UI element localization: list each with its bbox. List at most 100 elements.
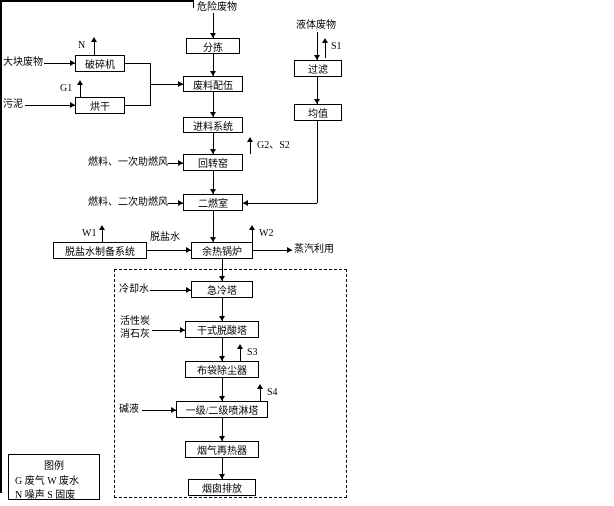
emission-w1-label: W1 — [82, 228, 97, 239]
rotary-kiln-box: 回转窑 — [183, 154, 243, 171]
line-fuel1-to-kiln — [168, 163, 183, 164]
legend-box: 图例 G 废气 W 废水 N 噪声 S 固废 — [8, 454, 100, 501]
arrowhead-liquid-to-filter — [314, 55, 320, 60]
emission-s4-arrow-icon — [257, 384, 263, 389]
legend-row-noise-solid: N 噪声 S 固废 — [15, 490, 76, 501]
flow-line-chamber-to-boiler — [213, 211, 214, 242]
arrowhead-sorbent-to-drytower — [180, 327, 185, 333]
arrowhead-chamber-to-boiler — [210, 237, 216, 242]
line-crusher-out — [125, 63, 151, 64]
emission-s4-arrow-line — [260, 388, 261, 401]
bulk-waste-label: 大块废物 — [3, 57, 43, 68]
arrowhead-fuel1-to-kiln — [178, 160, 183, 166]
arrowhead-quench-to-drytower — [219, 316, 225, 321]
crusher-box: 破碎机 — [75, 55, 125, 72]
line-sludge-to-dryer — [25, 105, 75, 106]
flow-line-spray-to-reheater — [222, 418, 223, 441]
dry-deacid-tower-box: 干式脱酸塔 — [185, 321, 259, 338]
emission-g1-arrow-line — [80, 84, 81, 97]
stack-emission-box: 烟囱排放 — [188, 479, 256, 496]
activated-carbon-label: 活性炭 — [120, 316, 150, 327]
fuel-primary-air-label: 燃料、一次助燃风 — [88, 157, 168, 168]
flow-line-quench-to-drytower — [222, 298, 223, 321]
emission-g2s2-arrow-icon — [247, 137, 253, 142]
flow-line-liquid-to-filter — [317, 32, 318, 60]
line-bulkwaste-to-crusher — [44, 63, 75, 64]
arrowhead-sludge-to-dryer — [70, 102, 75, 108]
line-sorbent-to-drytower — [152, 330, 185, 331]
flow-line-boiler-to-quench — [222, 259, 223, 281]
arrowhead-junction-to-blending — [178, 81, 183, 87]
feeding-system-box: 进料系统 — [183, 117, 243, 133]
frame-top-border — [0, 0, 193, 2]
arrowhead-alkali-to-spray — [171, 407, 176, 413]
homogenizer-box: 均值 — [294, 104, 342, 121]
emission-s3-arrow-line — [240, 348, 241, 361]
flue-gas-treatment-dashed-boundary — [114, 269, 347, 498]
emission-s3-label: S3 — [247, 347, 258, 358]
emission-w1-arrow-icon — [99, 225, 105, 230]
demin-water-system-box: 脱盐水制备系统 — [53, 242, 147, 259]
waste-heat-boiler-box: 余热锅炉 — [191, 242, 253, 259]
arrowhead-homogenizer-to-chamber — [243, 200, 248, 206]
flow-line-drytower-to-bagfilter — [222, 338, 223, 361]
arrowhead-boiler-to-steam — [287, 247, 292, 253]
arrowhead-cooling-to-quench — [186, 287, 191, 293]
arrowhead-waste-to-sorting — [210, 33, 216, 38]
slaked-lime-label: 消石灰 — [120, 329, 150, 340]
flow-line-blending-to-feeding — [213, 92, 214, 117]
bag-filter-box: 布袋除尘器 — [185, 361, 259, 378]
arrowhead-sorting-to-blending — [210, 71, 216, 76]
legend-row-gas-water: G 废气 W 废水 — [15, 476, 79, 487]
arrowhead-feeding-to-kiln — [210, 149, 216, 154]
arrowhead-demin-to-boiler — [186, 247, 191, 253]
emission-w1-arrow-line — [102, 229, 103, 242]
emission-g1-arrow-icon — [77, 80, 83, 85]
flow-line-homogenizer-to-chamber — [243, 203, 317, 204]
flow-line-reheater-to-stack — [222, 458, 223, 479]
emission-s1-arrow-icon — [322, 38, 328, 43]
arrowhead-blending-to-feeding — [210, 112, 216, 117]
emission-s4-label: S4 — [267, 387, 278, 398]
line-dryer-out — [125, 105, 151, 106]
emission-w2-label: W2 — [259, 228, 274, 239]
fuel-secondary-air-label: 燃料、二次助燃风 — [88, 197, 168, 208]
arrowhead-boiler-to-quench — [219, 276, 225, 281]
flow-line-waste-to-sorting — [213, 13, 214, 38]
alkali-label: 碱液 — [119, 404, 139, 415]
arrowhead-bagfilter-to-spray — [219, 396, 225, 401]
legend-title: 图例 — [44, 461, 64, 472]
emission-s1-arrow-line — [325, 42, 326, 58]
dryer-box: 烘干 — [75, 97, 125, 114]
emission-g1-label: G1 — [60, 83, 73, 94]
line-demin-to-boiler — [147, 250, 191, 251]
demin-water-label: 脱盐水 — [150, 232, 180, 243]
flow-line-kiln-to-chamber — [213, 171, 214, 194]
flow-line-filter-to-homogenizer — [317, 77, 318, 104]
cooling-water-label: 冷却水 — [119, 284, 149, 295]
arrowhead-spray-to-reheater — [219, 436, 225, 441]
liquid-waste-label: 液体废物 — [296, 20, 336, 31]
line-fuel2-to-chamber — [168, 203, 183, 204]
hazardous-waste-label: 危险废物 — [197, 2, 237, 13]
emission-w2-arrow-icon — [249, 225, 255, 230]
frame-corner-tick — [193, 0, 194, 8]
line-junction-to-blending — [150, 84, 183, 85]
flow-line-feeding-to-kiln — [213, 133, 214, 154]
emission-n-arrow-icon — [91, 37, 97, 42]
frame-left-border — [0, 0, 2, 493]
flue-gas-reheater-box: 烟气再热器 — [185, 441, 259, 458]
emission-n-arrow-line — [94, 41, 95, 55]
secondary-chamber-box: 二燃室 — [183, 194, 243, 211]
emission-s1-label: S1 — [331, 41, 342, 52]
arrowhead-filter-to-homogenizer — [314, 99, 320, 104]
emission-w2-arrow-line — [252, 229, 253, 242]
filter-box: 过滤 — [294, 60, 342, 77]
line-boiler-to-steam — [253, 250, 292, 251]
arrowhead-reheater-to-stack — [219, 474, 225, 479]
flow-line-homogenizer-down — [317, 121, 318, 203]
spray-tower-box: 一级/二级喷淋塔 — [176, 401, 268, 418]
emission-n-label: N — [78, 40, 86, 51]
quench-tower-box: 急冷塔 — [191, 281, 253, 298]
